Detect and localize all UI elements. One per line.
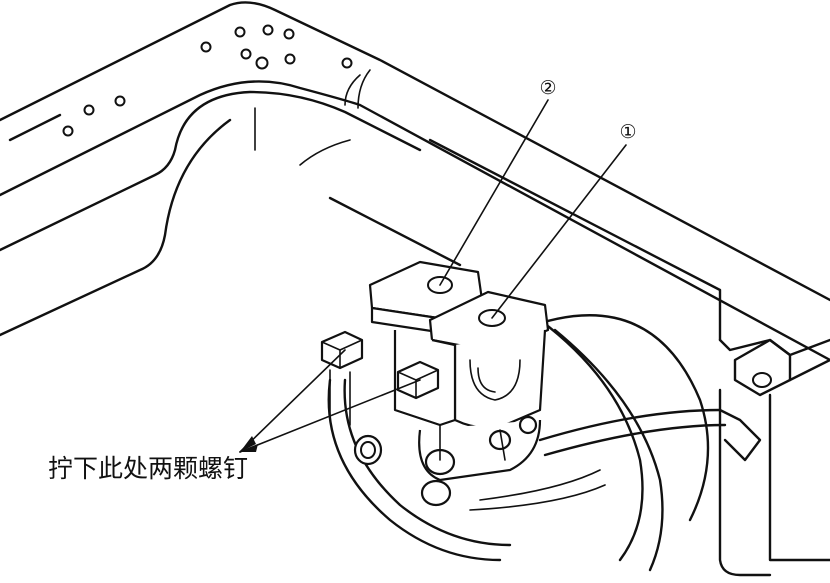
mounting-screws — [320, 330, 440, 426]
hoses — [327, 314, 762, 572]
leader-screw-left — [239, 349, 346, 453]
leader-part-1 — [491, 144, 627, 319]
callout-part-2: ② — [539, 77, 556, 99]
leader-part-2 — [439, 99, 549, 286]
callout-part-1: ① — [619, 121, 636, 143]
leader-screw-right — [239, 379, 421, 453]
screw-removal-caption: 拧下此处两颗螺钉 — [48, 454, 248, 483]
leader-lines — [239, 99, 627, 453]
inlet-valve-body — [353, 260, 550, 507]
frame-holes — [62, 24, 353, 137]
